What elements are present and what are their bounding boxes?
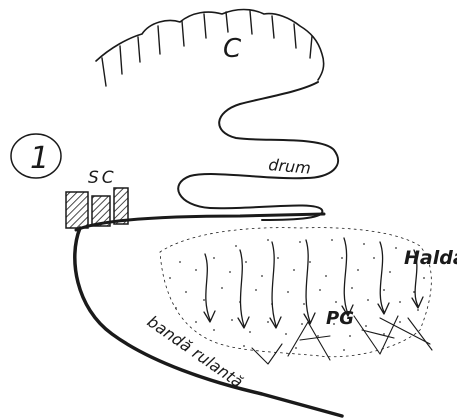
conveyor-belt-label: bandă rulantă	[144, 312, 247, 392]
road-label: drum	[268, 155, 312, 178]
perimeter-label: PG	[326, 308, 354, 329]
quarry-label: C	[223, 34, 242, 64]
dump-label: Haldă	[404, 247, 457, 269]
conveyor-belt-curve	[75, 228, 342, 416]
serpentine-road	[178, 82, 338, 220]
figure-number: 1	[30, 141, 49, 176]
transport-line	[76, 214, 324, 230]
dump-flow-arrows	[204, 238, 423, 328]
station-label: SC	[88, 168, 117, 188]
quarry-outline	[96, 10, 324, 87]
